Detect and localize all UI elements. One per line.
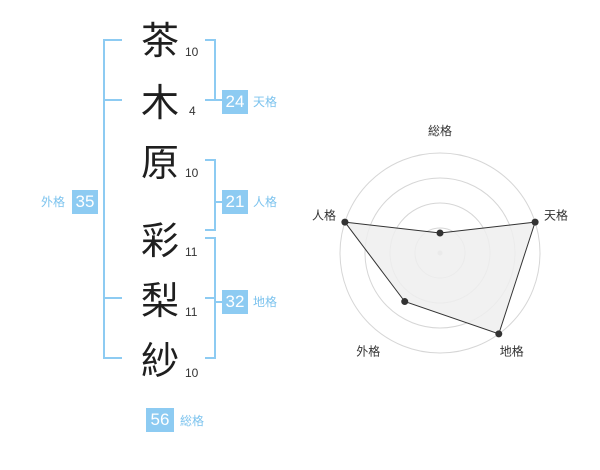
radar-points [341,218,539,338]
radar-axis-label-gaikaku: 外格 [356,344,380,359]
jinkaku-badge: 21 [222,190,248,214]
radar-ring-4 [339,152,541,354]
tenkaku-bracket [205,39,216,101]
radar-axis-label-tenkaku: 天格 [544,207,568,222]
jinkaku-label: 人格 [253,195,278,209]
name-char-3: 原 [141,141,180,185]
name-char-4: 彩 [141,219,180,263]
radar-axis-label-jinkaku: 人格 [312,207,336,222]
soukaku-badge: 56 [146,408,174,432]
radar-point-chikaku [495,330,503,338]
radar-point-soukaku [436,229,444,237]
chikaku-badge: 32 [222,290,248,314]
tenkaku-badge: 24 [222,90,248,114]
name-char-1: 茶 [141,19,180,63]
radar-point-jinkaku [341,218,349,226]
gaikaku-bracket [103,39,122,359]
stroke-count-3: 10 [185,166,199,180]
stroke-count-1: 10 [185,45,199,59]
radar-point-gaikaku [401,298,409,306]
radar-series-area [343,221,536,335]
stroke-count-5: 11 [185,305,198,319]
radar-axis-label-soukaku: 総格 [428,123,452,138]
stroke-count-2: 4 [189,104,196,118]
radar-axis-label-chikaku: 地格 [500,344,524,359]
stroke-count-4: 11 [185,245,198,259]
stroke-count-6: 10 [185,366,199,380]
gaikaku-label: 外格 [41,195,66,209]
name-char-6: 紗 [141,339,180,383]
tenkaku-label: 天格 [253,95,278,109]
radar-point-tenkaku [531,218,539,226]
name-char-2: 木 [141,81,180,125]
jinkaku-bracket [205,159,216,231]
gaikaku-badge: 35 [72,190,98,214]
chikaku-label: 地格 [253,295,278,309]
soukaku-label: 総格 [180,414,205,428]
name-char-5: 梨 [141,279,180,323]
